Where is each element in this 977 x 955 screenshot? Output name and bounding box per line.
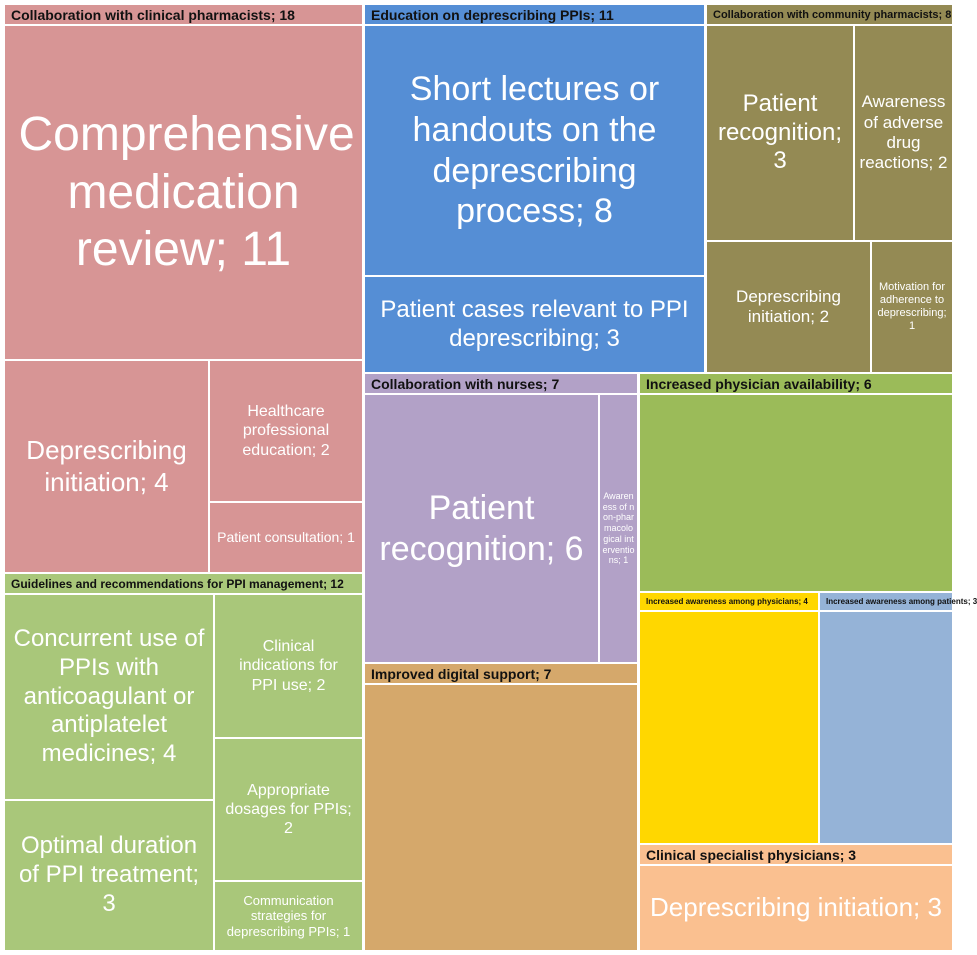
cell-label: Patient recognition; 3 [717, 89, 843, 175]
cell-label: Deprescribing initiation; 2 [736, 286, 841, 326]
cell-label: Concurrent use of PPIs with anticoagulan… [13, 625, 205, 768]
cell-label: Communication strategies for deprescribi… [226, 892, 351, 939]
treemap-cell-education-short-lectures-or-handouts-on-the-deprescribing-process: Short lectures or handouts on the depres… [364, 25, 705, 276]
group-header-availability: Increased physician availability; 6 [639, 373, 953, 394]
cell-label: Clinical indications for PPI use; 2 [239, 638, 338, 694]
treemap-cell-nurses-awareness-of-non-pharmacological-interventions: Awareness of non-pharmacological interve… [599, 394, 638, 663]
treemap-cell-commpharm-patient-recognition: Patient recognition; 3 [706, 25, 854, 241]
cell-label: Deprescribing initiation; 3 [650, 892, 942, 923]
cell-label: Patient recognition; 6 [379, 488, 584, 568]
group-header-awarenesspat: Increased awareness among patients; 3 [819, 592, 977, 611]
treemap-cell-guidelines-concurrent-use-of-ppis-with-anticoagulant-or-antiplatelet-medicines: Concurrent use of PPIs with anticoagulan… [4, 594, 214, 800]
treemap-cell-guidelines-communication-strategies-for-deprescribing-ppis: Communication strategies for deprescribi… [214, 881, 363, 951]
group-header-digital: Improved digital support; 7 [364, 663, 638, 684]
cell-label: Motivation for adherence to deprescribin… [877, 280, 947, 333]
treemap-cell-guidelines-appropriate-dosages-for-ppis: Appropriate dosages for PPIs; 2 [214, 738, 363, 881]
group-header-clinpharm: Collaboration with clinical pharmacists;… [4, 4, 363, 25]
treemap-cell-commpharm-motivation-for-adherence-to-deprescribing: Motivation for adherence to deprescribin… [871, 241, 953, 373]
group-header-education: Education on deprescribing PPIs; 11 [364, 4, 705, 25]
treemap-cell-guidelines-clinical-indications-for-ppi-use: Clinical indications for PPI use; 2 [214, 594, 363, 738]
cell-label: Appropriate dosages for PPIs; 2 [225, 781, 352, 838]
treemap-cell-clinpharm-deprescribing-initiation: Deprescribing initiation; 4 [4, 360, 209, 573]
group-header-nurses: Collaboration with nurses; 7 [364, 373, 638, 394]
group-block-awarenessphys [639, 611, 819, 844]
treemap-cell-clinpharm-patient-consultation: Patient consultation; 1 [209, 502, 363, 573]
treemap-cell-guidelines-optimal-duration-of-ppi-treatment: Optimal duration of PPI treatment; 3 [4, 800, 214, 951]
treemap-cell-specialist-deprescribing-initiation: Deprescribing initiation; 3 [639, 865, 953, 951]
group-block-digital [364, 684, 638, 951]
treemap-cell-commpharm-deprescribing-initiation: Deprescribing initiation; 2 [706, 241, 871, 373]
cell-label: Comprehensive medication review; 11 [18, 108, 355, 277]
treemap-cell-clinpharm-comprehensive-medication-review: Comprehensive medication review; 11 [4, 25, 363, 360]
cell-label: Awareness of non-pharmacological interve… [602, 490, 635, 566]
group-header-commpharm: Collaboration with community pharmacists… [706, 4, 953, 25]
treemap-cell-clinpharm-healthcare-professional-education: Healthcare professional education; 2 [209, 360, 363, 502]
group-block-availability [639, 394, 953, 592]
treemap-cell-education-patient-cases-relevant-to-ppi-deprescribing: Patient cases relevant to PPI deprescrib… [364, 276, 705, 373]
treemap-chart: Collaboration with clinical pharmacists;… [4, 4, 977, 951]
group-header-awarenessphys: Increased awareness among physicians; 4 [639, 592, 819, 611]
treemap-cell-commpharm-awareness-of-adverse-drug-reactions: Awareness of adverse drug reactions; 2 [854, 25, 953, 241]
treemap-cell-nurses-patient-recognition: Patient recognition; 6 [364, 394, 599, 663]
cell-label: Optimal duration of PPI treatment; 3 [18, 832, 200, 917]
cell-label: Awareness of adverse drug reactions; 2 [859, 92, 948, 173]
cell-label: Healthcare professional education; 2 [242, 403, 330, 459]
cell-label: Short lectures or handouts on the depres… [409, 69, 660, 231]
cell-label: Patient cases relevant to PPI deprescrib… [380, 295, 689, 352]
group-header-specialist: Clinical specialist physicians; 3 [639, 844, 953, 865]
cell-label: Patient consultation; 1 [217, 529, 355, 546]
group-block-awarenesspat [819, 611, 953, 844]
group-header-guidelines: Guidelines and recommendations for PPI m… [4, 573, 363, 594]
cell-label: Deprescribing initiation; 4 [26, 435, 187, 497]
